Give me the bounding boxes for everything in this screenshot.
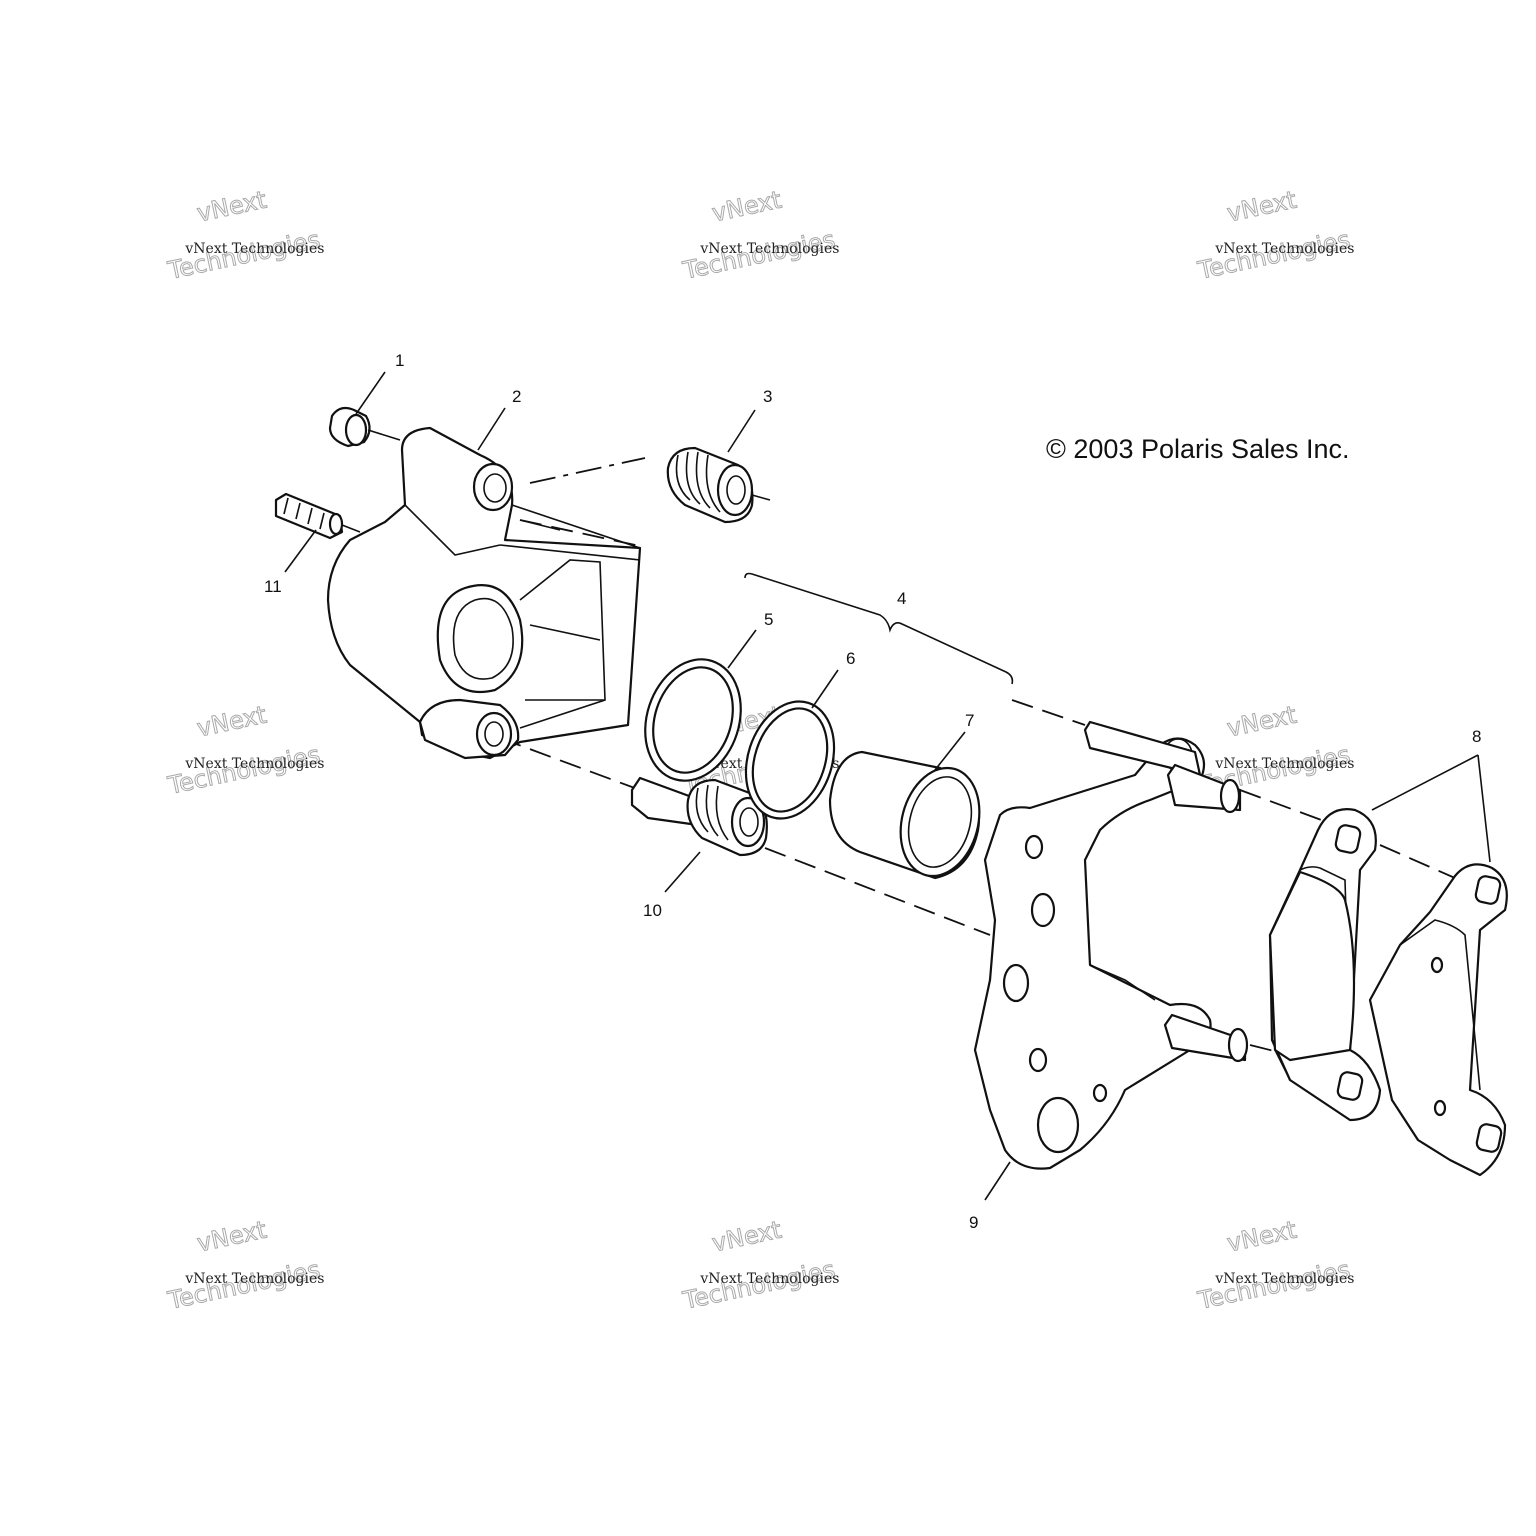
callout-8: 8: [1472, 727, 1481, 746]
svg-text:vNext Technologies: vNext Technologies: [184, 241, 324, 257]
leader-lines: [284, 371, 1491, 1201]
svg-text:vNext: vNext: [195, 186, 269, 228]
svg-text:vNext Technologies: vNext Technologies: [699, 241, 839, 257]
part-1-bleeder-cap: [328, 406, 401, 448]
part-7-piston: [828, 750, 981, 880]
watermark-bottom-left: vNext Technologies vNext Technologies: [164, 1215, 324, 1315]
copyright-text: © 2003 Polaris Sales Inc.: [1046, 434, 1350, 464]
svg-text:vNext: vNext: [195, 1216, 269, 1258]
svg-text:vNext Technologies: vNext Technologies: [1214, 756, 1354, 772]
callout-3: 3: [763, 387, 772, 406]
watermark-top-left: vNext Technologies vNext Technologies: [164, 185, 324, 285]
watermark-top-center: vNext Technologies vNext Technologies: [679, 185, 839, 285]
part-6-dust-seal: [744, 700, 836, 820]
watermark-bottom-center: vNext Technologies vNext Technologies: [679, 1215, 839, 1315]
svg-text:vNext Technologies: vNext Technologies: [1214, 1271, 1354, 1287]
part-8-brake-pad-inner: [1268, 808, 1382, 1122]
svg-text:vNext Technologies: vNext Technologies: [1214, 241, 1354, 257]
callout-1: 1: [395, 351, 404, 370]
callout-9: 9: [969, 1213, 978, 1232]
watermark-mid-left: vNext Technologies vNext Technologies: [164, 700, 324, 800]
part-11-bleeder-screw: [274, 492, 361, 540]
callout-10: 10: [643, 901, 662, 920]
callout-2: 2: [512, 387, 521, 406]
part-8-brake-pad-outer: [1368, 863, 1508, 1177]
part-2-caliper-body: [326, 426, 642, 760]
callout-7: 7: [965, 711, 974, 730]
svg-text:vNext: vNext: [710, 186, 784, 228]
svg-text:vNext: vNext: [1225, 701, 1299, 743]
svg-text:vNext Technologies: vNext Technologies: [184, 756, 324, 772]
svg-text:vNext: vNext: [1225, 186, 1299, 228]
callout-5: 5: [764, 610, 773, 629]
part-3-pin-boot: [666, 446, 771, 524]
svg-text:vNext: vNext: [710, 1216, 784, 1258]
svg-text:vNext Technologies: vNext Technologies: [699, 1271, 839, 1287]
svg-text:vNext: vNext: [1225, 1216, 1299, 1258]
callout-11: 11: [264, 577, 282, 596]
svg-text:vNext Technologies: vNext Technologies: [184, 1271, 324, 1287]
watermark-bottom-right: vNext Technologies vNext Technologies: [1194, 1215, 1354, 1315]
svg-text:vNext: vNext: [195, 701, 269, 743]
part-5-piston-seal: [644, 658, 742, 782]
watermark-top-right: vNext Technologies vNext Technologies: [1194, 185, 1354, 285]
part-9-mounting-bracket: [973, 720, 1249, 1170]
callout-4: 4: [897, 589, 906, 608]
part-10-slide-pin: [630, 776, 768, 857]
callout-6: 6: [846, 649, 855, 668]
